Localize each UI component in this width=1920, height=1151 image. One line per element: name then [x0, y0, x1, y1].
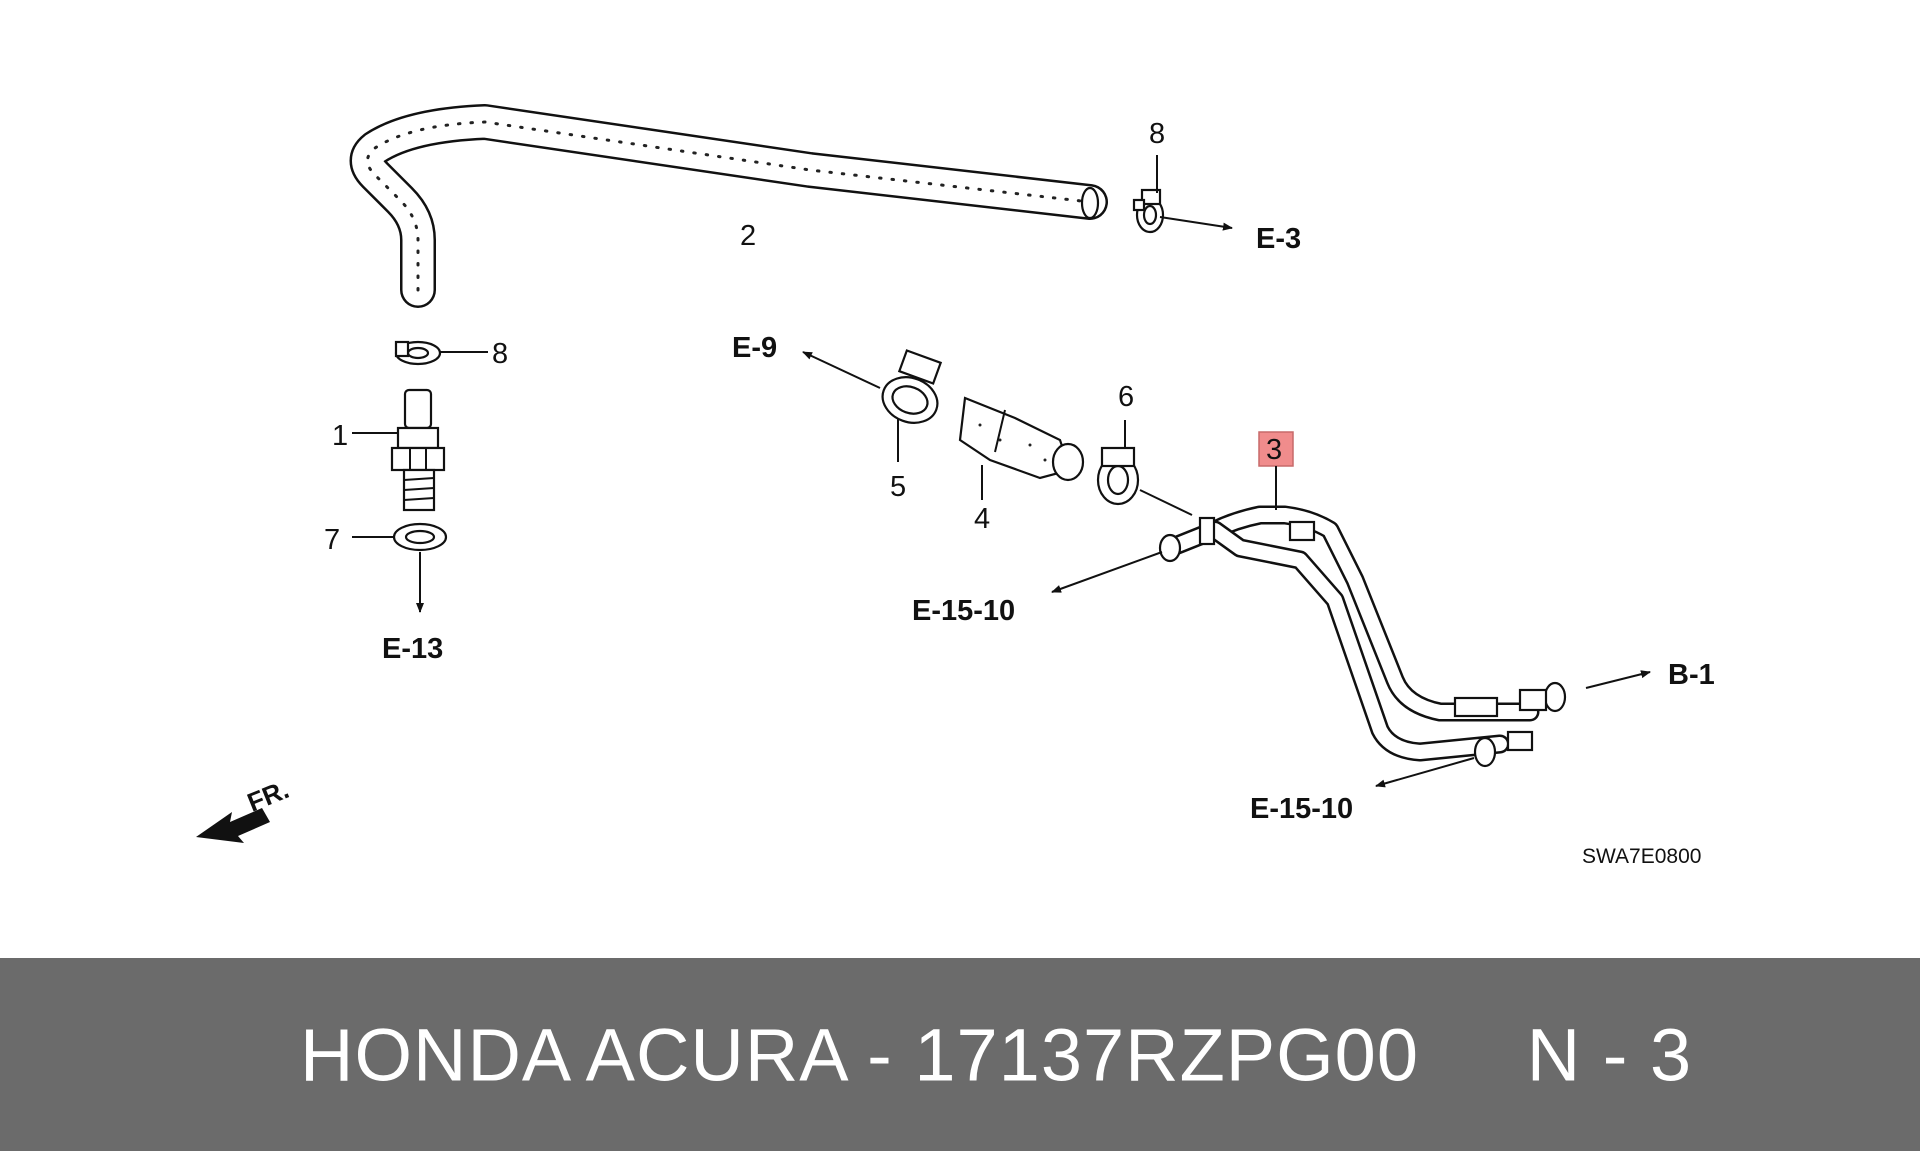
parts-diagram: FR. 1 2 3 4 5 6 7 8 8 E-3 E-9 E-13 E-15-…: [196, 104, 1715, 868]
footer-bar: HONDA ACURA - 17137RZPG00 N - 3: [0, 958, 1920, 1151]
arrow-e1510-lower: [1375, 757, 1475, 788]
callout-8-top: 8: [1149, 118, 1165, 150]
ref-e9: E-9: [732, 332, 777, 364]
ref-e1510-lower: E-15-10: [1250, 793, 1353, 825]
callout-3: 3: [1266, 434, 1282, 466]
hose-part-4: [958, 396, 1085, 482]
hose-part-2: [349, 104, 1108, 308]
ref-e1510-upper: E-15-10: [912, 595, 1015, 627]
callout-1: 1: [332, 420, 348, 452]
footer-part-title: HONDA ACURA - 17137RZPG00 N - 3: [300, 1013, 1693, 1096]
pcv-valve-part-1: [390, 388, 446, 512]
pipe-assembly-part-3: [1158, 505, 1567, 768]
clamp-part-5: [881, 349, 943, 424]
callout-5: 5: [890, 471, 906, 503]
leader-connect: [1139, 489, 1193, 516]
arrow-e1510-upper: [1051, 551, 1163, 593]
clip-part-8-top: [1132, 188, 1165, 234]
callout-8-left: 8: [492, 338, 508, 370]
callout-7: 7: [324, 524, 340, 556]
front-direction-arrow: FR.: [196, 774, 293, 843]
clamp-part-6: [1096, 446, 1140, 506]
clip-part-8-left: [394, 340, 442, 366]
front-label: FR.: [243, 774, 293, 818]
ref-e3: E-3: [1256, 223, 1301, 255]
washer-part-7: [392, 522, 448, 552]
drawing-code: SWA7E0800: [1582, 845, 1701, 868]
arrow-e9: [802, 351, 881, 389]
arrow-e3: [1159, 216, 1233, 231]
callout-6: 6: [1118, 381, 1134, 413]
callout-4: 4: [974, 503, 990, 535]
ref-e13: E-13: [382, 633, 443, 665]
arrow-b1: [1585, 670, 1651, 689]
callout-2: 2: [740, 220, 756, 252]
ref-b1: B-1: [1668, 659, 1715, 691]
